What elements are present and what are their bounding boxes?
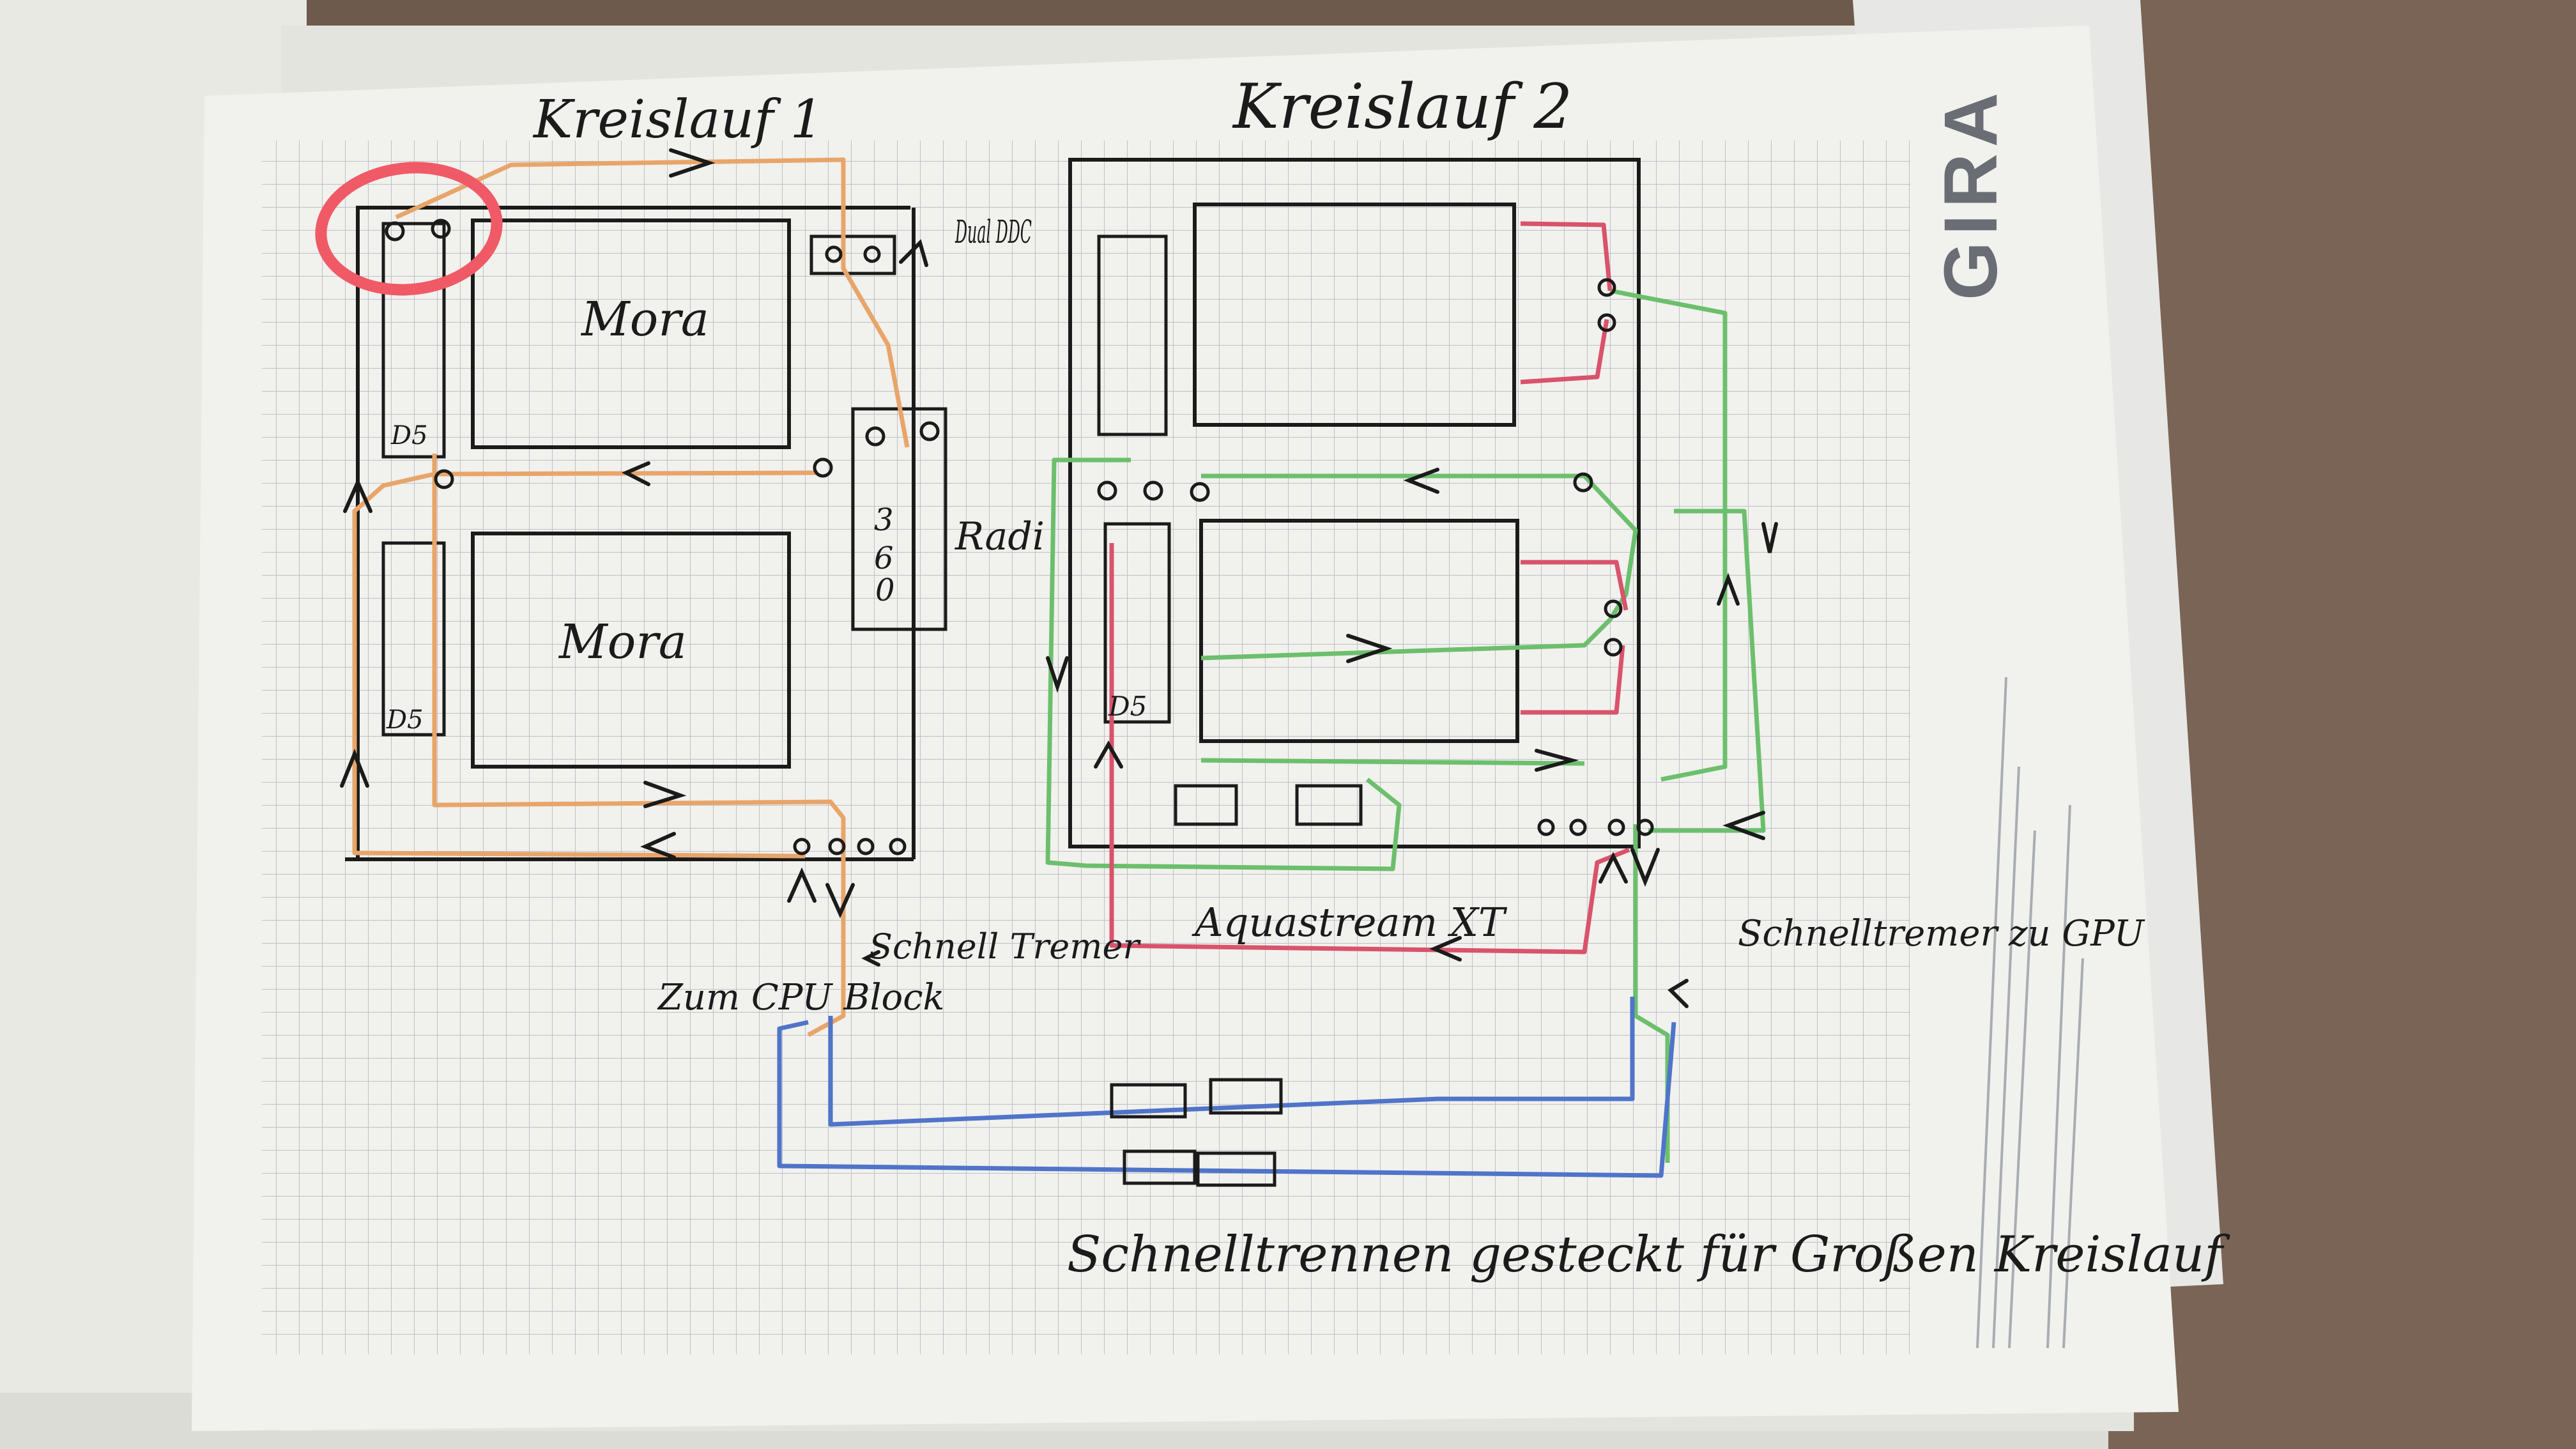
digit-3: 3 bbox=[874, 502, 894, 538]
orange-loop bbox=[352, 157, 910, 1038]
radiator-360-digits: 3 6 0 bbox=[874, 502, 895, 608]
loop2-reservoir-top bbox=[1097, 234, 1168, 436]
label-pump-bottom: D5 bbox=[386, 705, 424, 735]
loop2-radiator-top bbox=[1193, 203, 1516, 427]
pump-top-body bbox=[381, 222, 446, 459]
label-pump-top: D5 bbox=[390, 421, 428, 450]
blue-loop bbox=[777, 997, 1676, 1178]
printed-address-block bbox=[1976, 677, 2084, 1349]
quick-disconnect-4 bbox=[1196, 1151, 1276, 1187]
quick-disconnect-2 bbox=[1209, 1078, 1283, 1115]
paper-grid bbox=[262, 141, 1910, 1354]
label-loop2-title: Kreislauf 2 bbox=[1232, 71, 1572, 142]
label-aquastream-xt: Aquastream XT bbox=[1192, 899, 1508, 946]
label-to-cpu-block: Zum CPU Block bbox=[657, 977, 945, 1018]
label-radi: Radi bbox=[954, 514, 1045, 559]
loop2-frame bbox=[1068, 158, 1641, 848]
brand-logo: GIRA bbox=[1929, 86, 2013, 300]
radiator-bottom bbox=[471, 532, 791, 769]
label-quick-disconnect-gpu: Schnelltremer zu GPU bbox=[1738, 913, 2145, 954]
label-quick-disconnect-cpu: Schnell Tremer bbox=[869, 926, 1141, 967]
pump-bottom-body bbox=[381, 541, 446, 737]
quick-disconnect-3 bbox=[1123, 1149, 1197, 1185]
digit-0: 0 bbox=[875, 572, 895, 608]
flow-meter-1 bbox=[1174, 784, 1238, 826]
radiator-top bbox=[471, 218, 791, 449]
label-radiator-bottom: Mora bbox=[558, 615, 687, 670]
red-loop bbox=[1109, 221, 1630, 954]
fitting-ports bbox=[385, 218, 1654, 855]
flow-arrows bbox=[340, 148, 1778, 1008]
label-loop2-pump: D5 bbox=[1108, 691, 1147, 722]
label-dual-ddc: Dual DDC bbox=[955, 213, 1032, 250]
highlight-circle bbox=[315, 162, 503, 296]
loop2-radiator-bottom bbox=[1199, 519, 1519, 743]
label-bottom-note: Schnelltrennen gesteckt für Großen Kreis… bbox=[1067, 1226, 2230, 1284]
quick-disconnect-1 bbox=[1110, 1083, 1187, 1119]
loop1-frame bbox=[345, 206, 916, 861]
dual-ddc-body bbox=[809, 234, 896, 275]
label-radiator-top: Mora bbox=[580, 292, 709, 347]
loop2-pump-body bbox=[1103, 522, 1171, 724]
digit-6: 6 bbox=[874, 540, 894, 576]
flow-meter-2 bbox=[1295, 784, 1363, 826]
label-loop1-title: Kreislauf 1 bbox=[532, 89, 824, 150]
